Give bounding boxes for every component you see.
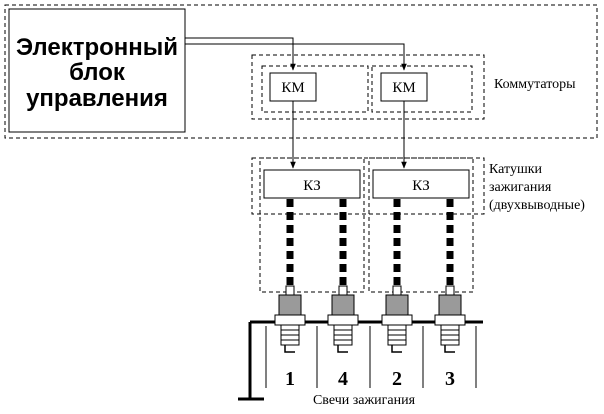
coils-label-line2: зажигания (489, 180, 552, 195)
coil-2-label: КЗ (412, 178, 430, 194)
spark-plug-3 (434, 285, 466, 353)
commutators-group (251, 54, 485, 120)
ecu-to-commutator-1-wire (185, 37, 296, 71)
coils-group (251, 157, 485, 215)
commutator-1-label: КМ (281, 80, 304, 96)
commutator-2-label: КМ (392, 80, 415, 96)
coil-1-box (263, 169, 361, 199)
spark-plugs-label: Свечи зажигания (313, 393, 416, 408)
cylinder-number: 3 (445, 368, 455, 390)
ecu-label-line2: блок (69, 59, 126, 86)
coil-1-unit-outline (259, 157, 365, 293)
spark-plug-4 (327, 285, 359, 353)
coils-label-line3: (двухвыводные) (489, 198, 585, 213)
cylinder-number: 1 (285, 368, 295, 390)
ecu-to-commutator-2-wire (185, 43, 407, 71)
coil-2-unit-outline (368, 157, 474, 293)
ecu-block (8, 8, 186, 133)
ecu-label-line1: Электронный (16, 34, 178, 61)
system-outline (4, 4, 598, 139)
commutator-2-outline (371, 65, 473, 113)
coil-2-box (372, 169, 470, 199)
cylinder-number: 2 (392, 368, 402, 390)
commutators-label: Коммутаторы (494, 77, 576, 92)
spark-plug-2 (381, 285, 413, 353)
coil-1-label: КЗ (303, 178, 321, 194)
cylinder-number: 4 (338, 368, 348, 390)
coils-label-line1: Катушки (489, 162, 543, 177)
ecu-label-line3: управления (26, 85, 168, 112)
commutator-1-outline (261, 65, 369, 113)
spark-plug-1 (274, 285, 306, 353)
